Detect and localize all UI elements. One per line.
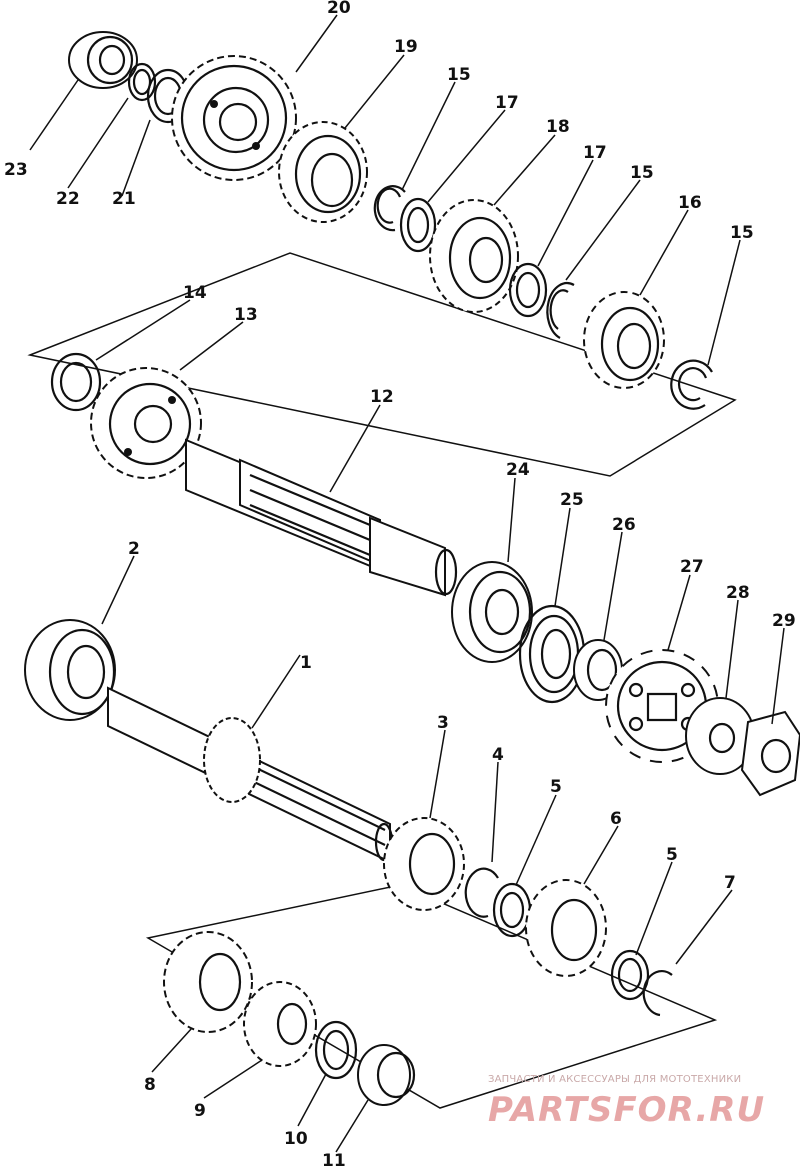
- part-label: 11: [322, 1151, 346, 1168]
- leader-lines: [29, 14, 785, 1153]
- gear-20: [171, 55, 297, 181]
- part-label: 17: [495, 93, 519, 113]
- seal-25: [518, 604, 586, 704]
- part-label: 18: [546, 117, 570, 137]
- part-label: 27: [680, 557, 704, 577]
- part-label: 24: [506, 460, 530, 480]
- circlip-15b: [546, 282, 575, 339]
- part-label: 6: [610, 809, 622, 829]
- part-label: 5: [550, 777, 562, 797]
- circlip-15a: [373, 185, 406, 232]
- gear-9: [243, 981, 317, 1067]
- bearing-24: [451, 561, 533, 663]
- gear-3: [383, 817, 465, 911]
- washer-14: [50, 352, 102, 412]
- circlip-7: [642, 970, 673, 1017]
- washer-17a: [399, 197, 437, 253]
- part-label: 5: [666, 845, 678, 865]
- part-label: 9: [194, 1101, 206, 1121]
- gear-18: [429, 199, 519, 313]
- part-label: 3: [437, 713, 449, 733]
- gear-13: [90, 367, 202, 479]
- part-label: 15: [730, 223, 754, 243]
- circlip-15c: [670, 359, 713, 410]
- washer-5b: [610, 949, 650, 1001]
- bearing-2: [24, 619, 116, 721]
- nut-29: [740, 710, 800, 797]
- watermark-logo: PARTSFOR.RU: [488, 1090, 766, 1130]
- part-label: 21: [112, 189, 136, 209]
- upper-shaft-group-outline: [27, 252, 737, 477]
- part-label: 2: [128, 539, 140, 559]
- watermark-subtitle: ЗАПЧАСТИ И АКСЕССУАРЫ ДЛЯ МОТОТЕХНИКИ: [488, 1074, 742, 1085]
- part-label: 22: [56, 189, 80, 209]
- part-label: 8: [144, 1075, 156, 1095]
- part-label: 12: [370, 387, 394, 407]
- part-label: 20: [327, 0, 351, 18]
- part-label: 15: [447, 65, 471, 85]
- washer-10: [314, 1020, 358, 1080]
- part-label: 7: [724, 873, 736, 893]
- part-label: 28: [726, 583, 750, 603]
- circlip-4: [464, 867, 499, 918]
- gear-16: [583, 291, 665, 389]
- part-label: 25: [560, 490, 584, 510]
- part-label: 17: [583, 143, 607, 163]
- part-label: 26: [612, 515, 636, 535]
- part-label: 15: [630, 163, 654, 183]
- washer-5a: [492, 882, 532, 938]
- gear-19: [278, 121, 368, 223]
- part-label: 4: [492, 745, 504, 765]
- part-label: 10: [284, 1129, 308, 1149]
- part-label: 23: [4, 160, 28, 180]
- part-label: 29: [772, 611, 796, 631]
- main-axle-12: [185, 438, 458, 597]
- drive-axle-1: [107, 686, 394, 864]
- part-label: 1: [300, 653, 312, 673]
- washer-17b: [508, 262, 548, 318]
- part-label: 16: [678, 193, 702, 213]
- part-label: 13: [234, 305, 258, 325]
- bushing-11: [357, 1044, 416, 1106]
- gear-6: [525, 879, 607, 977]
- gear-8: [163, 931, 253, 1033]
- part-label: 14: [183, 283, 207, 303]
- lower-shaft-group-outline: [145, 884, 718, 1109]
- part-label: 19: [394, 37, 418, 57]
- bearing-23: [68, 31, 138, 89]
